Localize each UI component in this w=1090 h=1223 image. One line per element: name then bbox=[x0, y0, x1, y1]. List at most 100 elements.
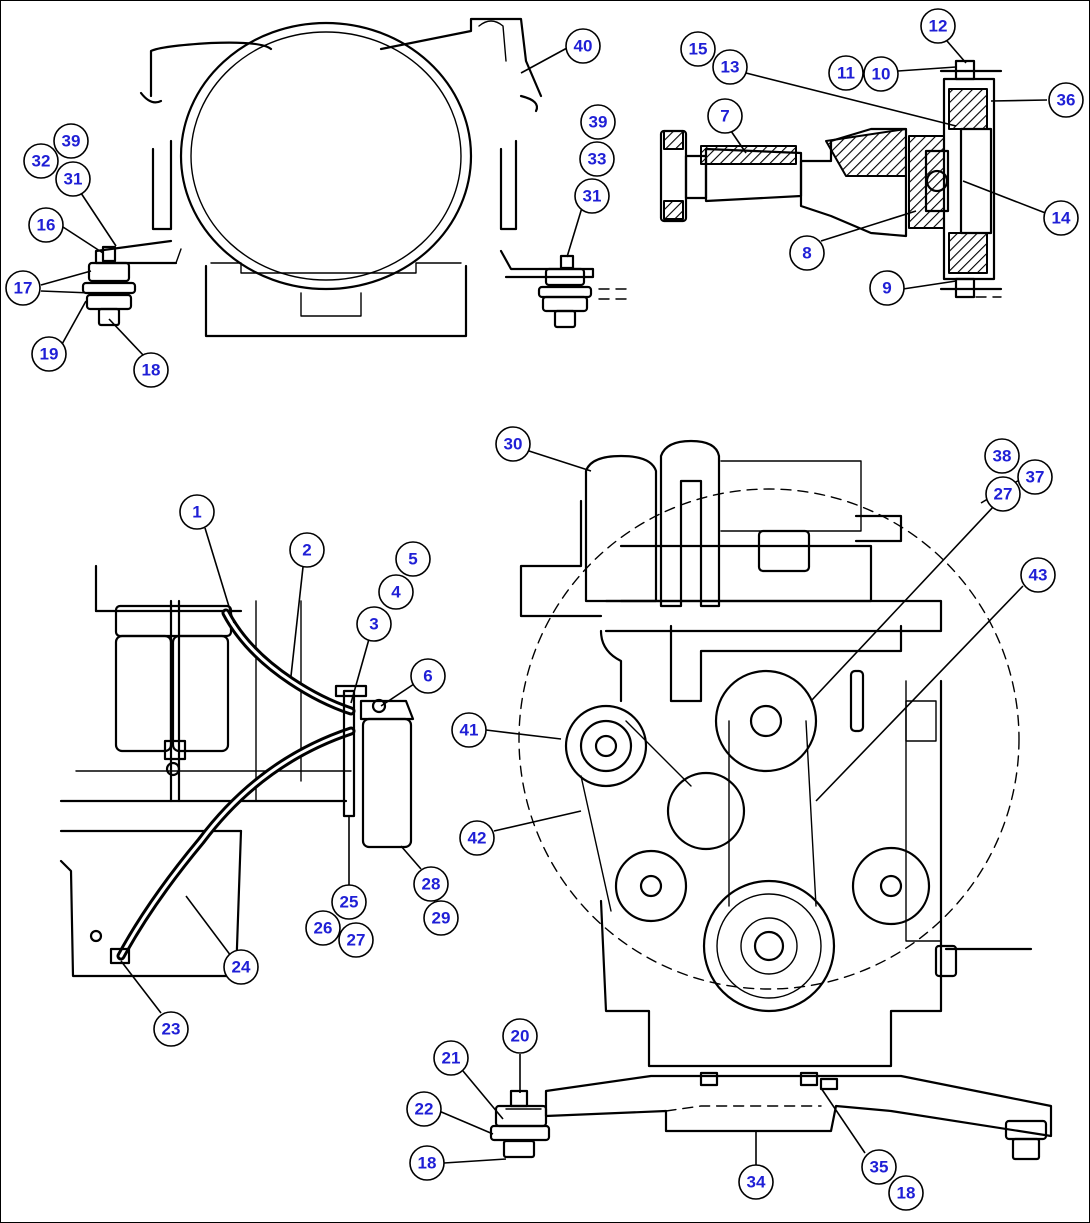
svg-text:5: 5 bbox=[408, 550, 417, 569]
svg-text:11: 11 bbox=[837, 64, 855, 83]
callout-17[interactable]: 17 bbox=[5, 270, 41, 306]
callout-29[interactable]: 29 bbox=[423, 900, 459, 936]
callout-42[interactable]: 42 bbox=[459, 820, 495, 856]
callout-5[interactable]: 5 bbox=[395, 541, 431, 577]
callout-31[interactable]: 31 bbox=[574, 178, 610, 214]
svg-text:35: 35 bbox=[870, 1158, 889, 1177]
svg-text:38: 38 bbox=[993, 447, 1012, 466]
svg-text:15: 15 bbox=[689, 40, 708, 59]
callout-28[interactable]: 28 bbox=[413, 866, 449, 902]
callout-40[interactable]: 40 bbox=[565, 28, 601, 64]
callout-23[interactable]: 23 bbox=[153, 1011, 189, 1047]
svg-text:24: 24 bbox=[232, 958, 251, 977]
svg-text:37: 37 bbox=[1026, 468, 1045, 487]
svg-text:39: 39 bbox=[589, 113, 608, 132]
svg-text:26: 26 bbox=[314, 919, 333, 938]
svg-text:18: 18 bbox=[418, 1154, 437, 1173]
callout-12[interactable]: 12 bbox=[920, 8, 956, 44]
svg-text:2: 2 bbox=[302, 541, 311, 560]
callout-2[interactable]: 2 bbox=[289, 532, 325, 568]
fuel-filter-view bbox=[59, 564, 415, 978]
svg-text:29: 29 bbox=[432, 909, 451, 928]
callout-1[interactable]: 1 bbox=[179, 494, 215, 530]
callout-13[interactable]: 13 bbox=[712, 49, 748, 85]
callout-9[interactable]: 9 bbox=[869, 270, 905, 306]
callout-18[interactable]: 18 bbox=[888, 1175, 924, 1211]
svg-text:9: 9 bbox=[882, 279, 891, 298]
svg-text:19: 19 bbox=[40, 345, 59, 364]
svg-text:3: 3 bbox=[369, 615, 378, 634]
svg-text:27: 27 bbox=[994, 485, 1013, 504]
leader-lines bbox=[40, 40, 1049, 1166]
callout-25[interactable]: 25 bbox=[331, 884, 367, 920]
svg-text:17: 17 bbox=[14, 279, 33, 298]
svg-text:4: 4 bbox=[391, 583, 401, 602]
callout-30[interactable]: 30 bbox=[495, 426, 531, 462]
svg-text:22: 22 bbox=[415, 1100, 434, 1119]
svg-text:41: 41 bbox=[460, 721, 479, 740]
callout-10[interactable]: 10 bbox=[863, 56, 899, 92]
drive-coupling-view bbox=[659, 59, 1003, 299]
svg-text:30: 30 bbox=[504, 435, 523, 454]
svg-text:6: 6 bbox=[423, 667, 432, 686]
svg-text:13: 13 bbox=[721, 58, 740, 77]
callout-34[interactable]: 34 bbox=[738, 1164, 774, 1200]
callout-38[interactable]: 38 bbox=[984, 438, 1020, 474]
callout-11[interactable]: 11 bbox=[828, 55, 864, 91]
callout-4[interactable]: 4 bbox=[378, 574, 414, 610]
svg-text:23: 23 bbox=[162, 1020, 181, 1039]
callout-31[interactable]: 31 bbox=[55, 161, 91, 197]
callout-22[interactable]: 22 bbox=[406, 1091, 442, 1127]
svg-text:36: 36 bbox=[1057, 91, 1076, 110]
svg-text:42: 42 bbox=[468, 829, 487, 848]
callout-39[interactable]: 39 bbox=[53, 123, 89, 159]
svg-text:8: 8 bbox=[802, 244, 811, 263]
svg-text:39: 39 bbox=[62, 132, 81, 151]
callout-27[interactable]: 27 bbox=[338, 922, 374, 958]
callout-7[interactable]: 7 bbox=[707, 98, 743, 134]
svg-text:33: 33 bbox=[588, 150, 607, 169]
svg-text:14: 14 bbox=[1052, 209, 1071, 228]
callout-43[interactable]: 43 bbox=[1020, 557, 1056, 593]
callout-35[interactable]: 35 bbox=[861, 1149, 897, 1185]
svg-text:1: 1 bbox=[192, 503, 201, 522]
callout-24[interactable]: 24 bbox=[223, 949, 259, 985]
svg-text:34: 34 bbox=[747, 1173, 766, 1192]
callout-27[interactable]: 27 bbox=[985, 476, 1021, 512]
svg-text:21: 21 bbox=[442, 1049, 461, 1068]
svg-text:28: 28 bbox=[422, 875, 441, 894]
callout-26[interactable]: 26 bbox=[305, 910, 341, 946]
callout-18[interactable]: 18 bbox=[409, 1145, 445, 1181]
callout-20[interactable]: 20 bbox=[502, 1018, 538, 1054]
svg-text:18: 18 bbox=[142, 361, 161, 380]
svg-text:16: 16 bbox=[37, 216, 56, 235]
svg-text:32: 32 bbox=[32, 152, 51, 171]
callout-32[interactable]: 32 bbox=[23, 143, 59, 179]
svg-text:10: 10 bbox=[872, 65, 891, 84]
callouts: 40 39 32 31 16 17 19 18 39 33 31 15 13 1… bbox=[5, 8, 1084, 1211]
svg-text:18: 18 bbox=[897, 1184, 916, 1203]
callout-18[interactable]: 18 bbox=[133, 352, 169, 388]
callout-6[interactable]: 6 bbox=[410, 658, 446, 694]
callout-33[interactable]: 33 bbox=[579, 141, 615, 177]
callout-14[interactable]: 14 bbox=[1043, 200, 1079, 236]
svg-text:43: 43 bbox=[1029, 566, 1048, 585]
callout-39[interactable]: 39 bbox=[580, 104, 616, 140]
callout-36[interactable]: 36 bbox=[1048, 82, 1084, 118]
svg-text:40: 40 bbox=[574, 37, 593, 56]
svg-text:12: 12 bbox=[929, 17, 948, 36]
callout-3[interactable]: 3 bbox=[356, 606, 392, 642]
svg-text:25: 25 bbox=[340, 893, 359, 912]
svg-text:20: 20 bbox=[511, 1027, 530, 1046]
callout-16[interactable]: 16 bbox=[28, 207, 64, 243]
callout-41[interactable]: 41 bbox=[451, 712, 487, 748]
engine-end-view bbox=[81, 17, 627, 338]
callout-37[interactable]: 37 bbox=[1017, 459, 1053, 495]
callout-19[interactable]: 19 bbox=[31, 336, 67, 372]
callout-8[interactable]: 8 bbox=[789, 235, 825, 271]
svg-text:27: 27 bbox=[347, 931, 366, 950]
callout-15[interactable]: 15 bbox=[680, 31, 716, 67]
callout-21[interactable]: 21 bbox=[433, 1040, 469, 1076]
